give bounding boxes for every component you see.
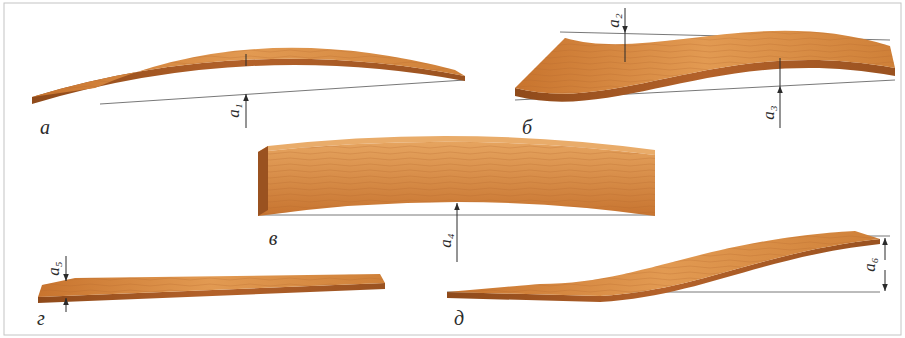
view-letter: б	[521, 117, 533, 137]
board-cup	[38, 256, 385, 312]
board-s-warp	[515, 8, 895, 128]
board-edge-bow	[258, 136, 655, 262]
dimension-label: a₄	[436, 232, 453, 248]
dimension-label: a₆	[860, 256, 877, 272]
view-letter: д	[453, 308, 465, 328]
frame	[4, 3, 901, 335]
view-letter: г	[36, 308, 46, 328]
dimension-label: a₂	[604, 12, 621, 28]
board-twist	[447, 231, 890, 302]
view-letter: в	[268, 228, 279, 248]
view-letter: а	[39, 117, 51, 137]
dimension-label: a₅	[44, 260, 61, 276]
dimension-label: a₃	[759, 104, 776, 120]
board-bow	[32, 48, 465, 128]
dimension-label: a₁	[224, 102, 241, 118]
